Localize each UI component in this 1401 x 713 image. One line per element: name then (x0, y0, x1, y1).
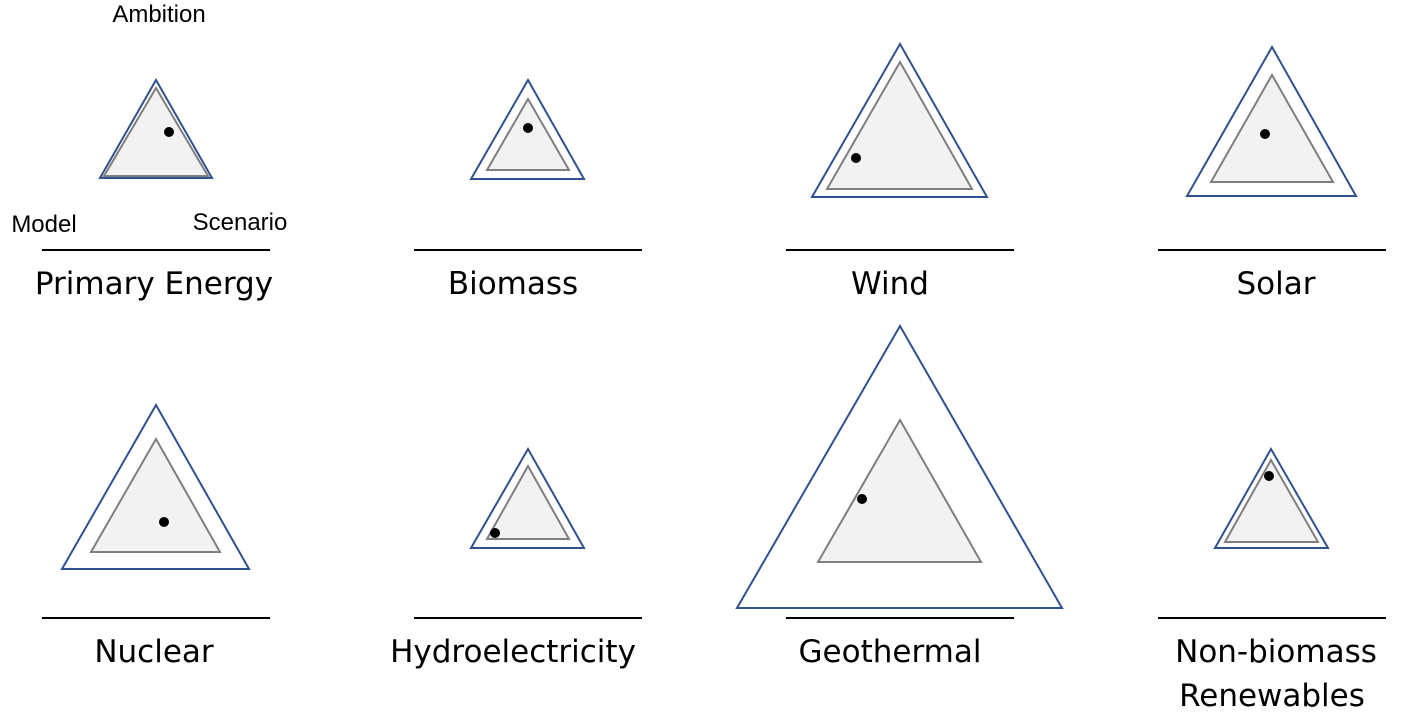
panel-label: Geothermal (799, 634, 982, 670)
inner-triangle (485, 97, 571, 171)
inner-triangle (1223, 457, 1320, 543)
legend-scenario-label: Scenario (193, 209, 288, 236)
marker-dot (164, 127, 174, 137)
panel-geothermal: Geothermal (735, 323, 1064, 670)
panel-primary-energy: Primary Energy (35, 77, 273, 302)
marker-dot (1264, 471, 1274, 481)
panel-biomass: Biomass (414, 77, 642, 302)
panel-label-line-1: Non-biomass (1175, 634, 1377, 670)
inner-triangle (102, 86, 210, 177)
inner-triangle (485, 463, 571, 540)
panel-non-biomass-renewables: Non-biomass Renewables (1158, 446, 1386, 713)
inner-triangle (825, 59, 974, 190)
panel-label: Nuclear (94, 634, 214, 670)
legend-model-label: Model (11, 211, 76, 238)
panel-label: Hydroelectricity (390, 634, 636, 670)
panel-label: Solar (1237, 266, 1316, 302)
panel-label: Primary Energy (35, 266, 273, 302)
inner-triangle (89, 436, 222, 553)
panel-label: Wind (851, 266, 929, 302)
panel-label: Biomass (448, 266, 578, 302)
marker-dot (523, 123, 533, 133)
panel-wind: Wind (786, 41, 1014, 302)
marker-dot (857, 494, 867, 504)
inner-triangle (816, 417, 983, 563)
marker-dot (1260, 129, 1270, 139)
marker-dot (851, 153, 861, 163)
inner-triangle (1209, 72, 1335, 183)
marker-dot (159, 517, 169, 527)
panel-nuclear: Nuclear (42, 402, 270, 670)
panel-label-line-2: Renewables (1179, 678, 1365, 713)
panel-hydroelectricity: Hydroelectricity (390, 446, 642, 670)
marker-dot (490, 528, 500, 538)
legend-ambition-label: Ambition (112, 1, 205, 28)
panel-solar: Solar (1158, 44, 1386, 302)
